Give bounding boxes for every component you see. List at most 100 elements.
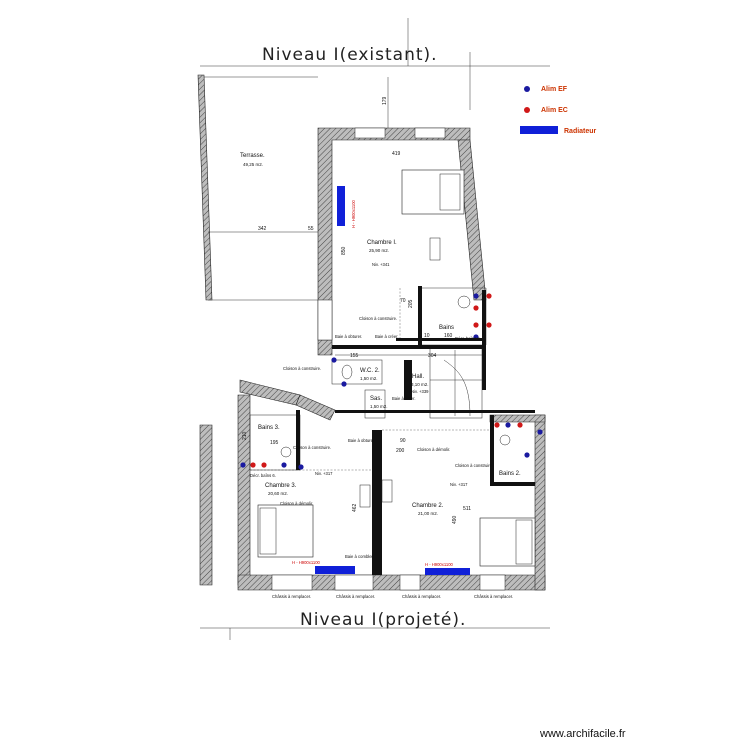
bed-chambre2	[479, 517, 536, 567]
sink-icon	[280, 446, 292, 458]
room-area-sas: 1,50 m2.	[370, 404, 388, 409]
legend-alim-ef: Alim EF	[541, 86, 568, 93]
note-baie-obturer: Baie à obturer.	[335, 334, 362, 339]
bains2-wall	[490, 415, 494, 485]
dim-850: 850	[341, 246, 347, 255]
room-name-bains2: Bains 2.	[499, 471, 521, 477]
window-south	[334, 574, 374, 591]
chambre1-wall-sw	[317, 339, 333, 356]
alim-ec-icon	[473, 322, 479, 328]
radiator-label-3: H - H900x1100	[425, 562, 454, 567]
hall-wall-north	[332, 345, 482, 349]
terrasse-wall	[197, 74, 213, 301]
room-name-chambre2: Chambre 2.	[412, 503, 444, 509]
desk	[381, 479, 393, 503]
dim-195: 195	[270, 440, 279, 446]
dim-490: 490	[452, 515, 458, 524]
note-cloison-demolir: Cloison à démolir.	[417, 447, 450, 452]
alim-ec-icon	[261, 462, 267, 468]
alim-ef-icon	[537, 429, 543, 435]
bed-pillow	[439, 173, 461, 211]
alim-ef-icon	[331, 357, 337, 363]
dim-205: 205	[408, 299, 414, 308]
window-south	[399, 574, 421, 591]
room-name-wc2: W.C. 2.	[360, 368, 380, 374]
bed-chambre3	[257, 504, 314, 558]
window-north	[354, 127, 386, 139]
note-chassis: Châssis à remplacer.	[272, 594, 311, 599]
alim-ef-icon	[281, 462, 287, 468]
chambre1-wall-east	[457, 139, 487, 301]
dim-155: 155	[350, 353, 359, 359]
window-south	[271, 574, 313, 591]
note-baie-creer: Baie à créer.	[392, 396, 416, 401]
sink-icon	[499, 434, 511, 446]
alim-ec-dot-icon	[524, 107, 530, 113]
room-name-bains3: Bains 3.	[258, 425, 280, 431]
room-name-chambre3: Chambre 3.	[265, 483, 297, 489]
stair-outline	[429, 347, 483, 419]
bains2-wall-south	[490, 482, 535, 486]
partition-wall	[396, 338, 486, 341]
note-chassis: Châssis à remplacer.	[402, 594, 441, 599]
chambre3-wall-west	[237, 394, 251, 586]
dim-10: 10	[424, 333, 430, 339]
dim-55: 55	[308, 226, 314, 232]
note-decrochement: Décr. baîns 6.	[455, 336, 481, 341]
dim-70: 70	[400, 298, 406, 304]
dim-342: 342	[258, 226, 267, 232]
chambre1-wall-west-north	[317, 127, 471, 341]
alim-ef-icon	[473, 293, 479, 299]
wall-north-chambres	[335, 410, 535, 413]
dim-179: 179	[382, 96, 388, 105]
alim-ec-icon	[486, 322, 492, 328]
room-name-hall: Hall.	[412, 374, 424, 380]
dim-160: 160	[444, 333, 453, 339]
wall-central	[372, 430, 382, 575]
dim-511: 511	[463, 506, 471, 512]
radiator-chambre1	[337, 186, 345, 226]
room-level-hall: Niv. +339	[411, 389, 429, 394]
radiator-chambre2	[425, 568, 470, 575]
sas-outline	[364, 389, 386, 419]
room-level-chambre1: Niv. +341	[372, 262, 390, 267]
note-cloison-construire: Cloison à construire.	[359, 316, 397, 321]
alim-ef-icon	[341, 381, 347, 387]
bains2-wall-north	[489, 414, 546, 423]
room-area-chambre2: 21,00 m2.	[418, 511, 438, 516]
room-name-bains1: Bains	[439, 325, 454, 331]
note-chassis: Châssis à remplacer.	[336, 594, 375, 599]
dim-304: 304	[428, 353, 437, 359]
room-level-chambre3: Niv. +317	[315, 471, 333, 476]
legend-radiateur: Radiateur	[564, 128, 597, 135]
terrasse-outline	[199, 76, 318, 301]
room-area-chambre1: 25,90 m2.	[369, 248, 389, 253]
bed-chambre1	[401, 169, 465, 215]
room-name-terrasse: Terrasse.	[240, 153, 265, 159]
dim-419: 419	[392, 151, 401, 157]
wc2-outline	[331, 359, 383, 385]
note-cloison-construire: Cloison à construire.	[283, 366, 321, 371]
note-cloison-demolir: Cloison à démolir.	[280, 501, 313, 506]
bains1-wall	[418, 286, 422, 346]
alim-ef-icon	[240, 462, 246, 468]
alim-ec-icon	[494, 422, 500, 428]
bed-pillow	[259, 507, 277, 555]
alim-ec-icon	[517, 422, 523, 428]
alim-ef-icon	[524, 452, 530, 458]
radiator-chambre3	[315, 566, 355, 574]
bains3-wall	[296, 410, 300, 470]
alim-ec-icon	[486, 293, 492, 299]
room-area-chambre3: 20,60 m2.	[268, 491, 288, 496]
room-area-hall: 3,10 m2.	[411, 382, 429, 387]
radiator-label-2: H - H900x1100	[292, 560, 321, 565]
sink-icon	[457, 295, 471, 309]
alim-ef-dot-icon	[524, 86, 530, 92]
alim-ef-icon	[505, 422, 511, 428]
window-south	[479, 574, 506, 591]
dim-462: 462	[352, 503, 358, 512]
dim-90: 90	[400, 438, 406, 444]
staircase	[430, 350, 482, 417]
wall-diagonal	[295, 394, 336, 421]
